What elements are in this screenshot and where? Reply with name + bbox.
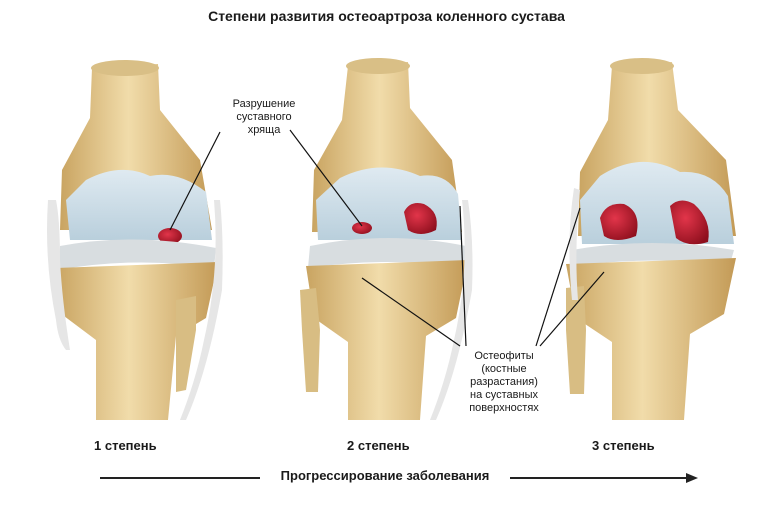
stage-2-label: 2 степень — [347, 438, 410, 453]
pointer-osteophyte-2 — [459, 205, 467, 347]
pointer-lines — [169, 129, 605, 347]
meniscus — [308, 238, 466, 268]
femur-head-top — [91, 60, 159, 76]
lesion — [352, 222, 372, 234]
knee-stage-1 — [47, 60, 223, 420]
cartilage — [66, 169, 212, 240]
lesion — [158, 228, 182, 244]
stage-1-label: 1 степень — [94, 438, 157, 453]
meniscus — [58, 239, 216, 270]
fibula — [176, 296, 196, 392]
diagram-title: Степени развития остеоартроза коленного … — [208, 8, 565, 24]
knee-stage-3 — [566, 58, 736, 420]
stage-3-label: 3 степень — [592, 438, 655, 453]
lesion — [600, 203, 638, 240]
ligament — [47, 200, 70, 350]
knee-stage-2 — [300, 58, 473, 420]
pointer-cartilage-2 — [289, 129, 363, 227]
progression-label: Прогрессирование заболевания — [260, 468, 510, 483]
pointer-osteophyte-1 — [361, 277, 461, 347]
pointer-cartilage — [169, 131, 221, 231]
pointer-osteophyte-4 — [539, 271, 605, 347]
label-osteophytes: Остеофиты (костные разрастания) на суста… — [469, 350, 539, 414]
pointer-osteophyte-3 — [535, 207, 581, 347]
lesion-2 — [404, 203, 437, 234]
lesion-2 — [670, 200, 709, 245]
label-cartilage-damage: Разрушение суставного хряща — [232, 98, 296, 136]
ligament-right — [180, 200, 223, 420]
